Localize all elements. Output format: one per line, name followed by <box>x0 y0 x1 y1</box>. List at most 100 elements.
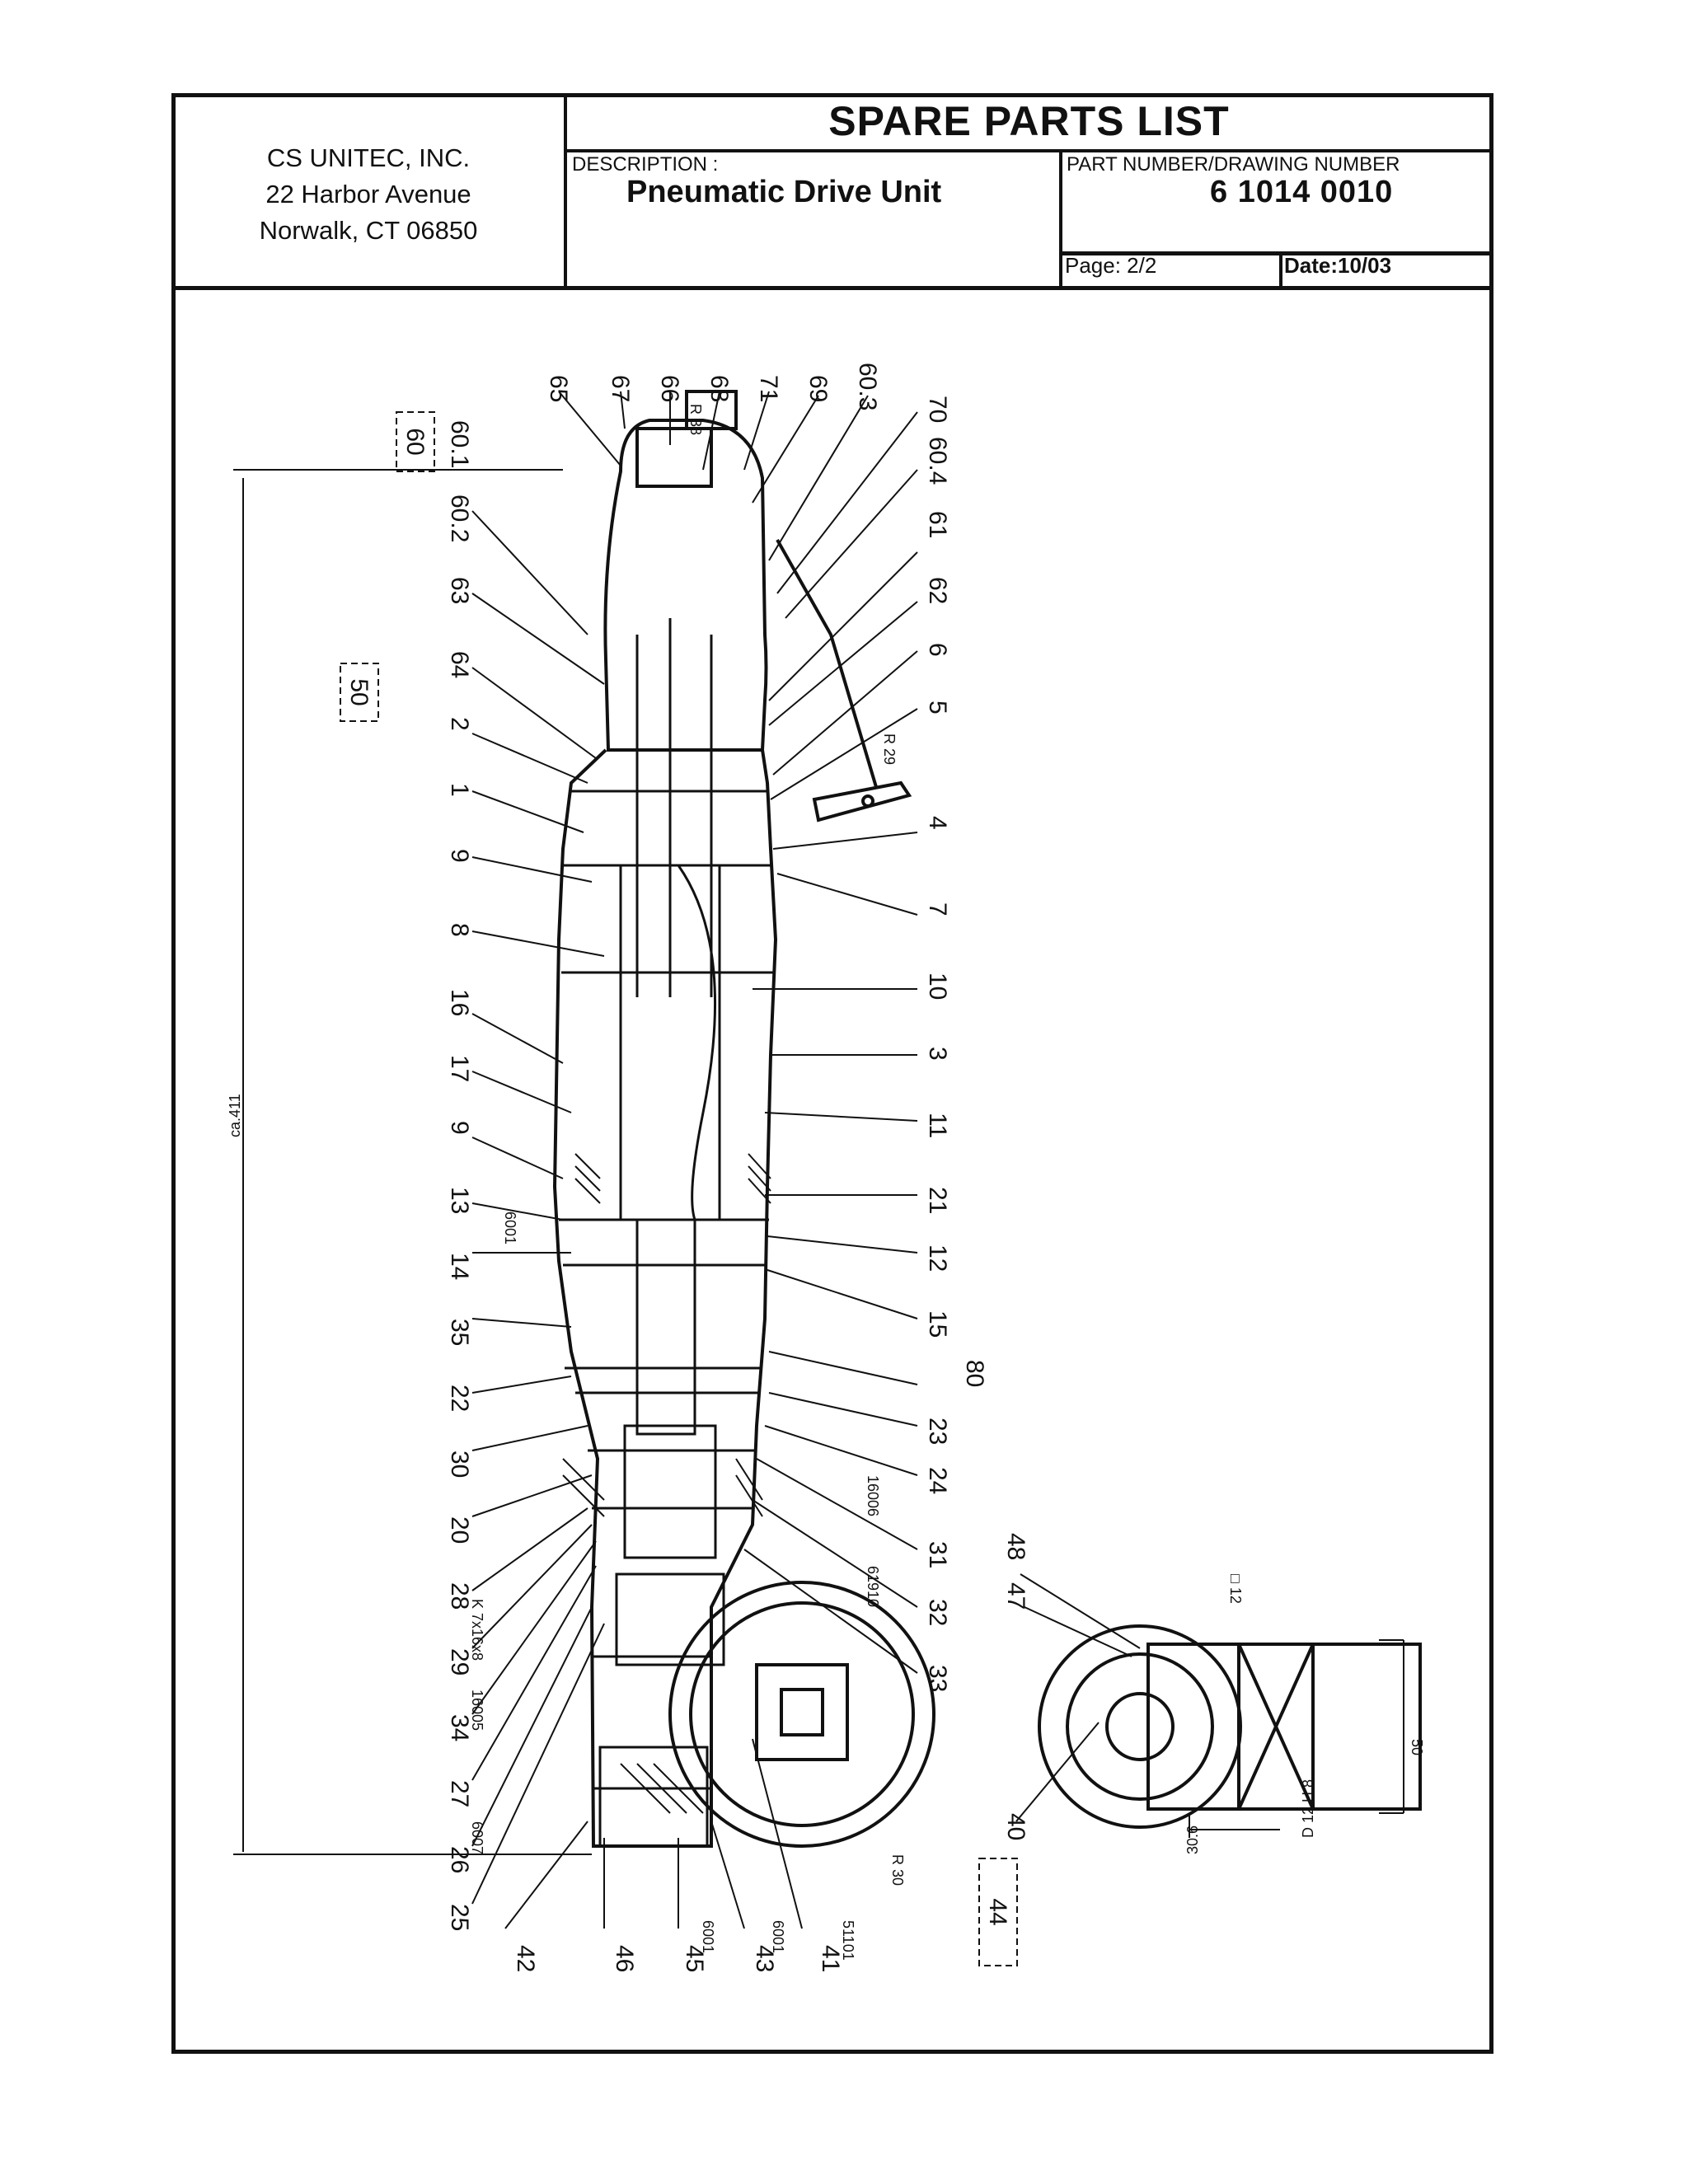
dim-r30: R 30 <box>889 1854 906 1886</box>
part-number-value: 6 1014 0010 <box>1210 175 1394 209</box>
bearing-codes: 6001 16006 61910 16005 6007 6001 6001 51… <box>227 404 1425 1961</box>
callout-5: 5 <box>924 701 951 715</box>
tool-hatching <box>562 1153 771 1814</box>
company-address-block: CS UNITEC, INC. 22 Harbor Avenue Norwalk… <box>173 140 564 249</box>
callout-15: 15 <box>924 1310 951 1338</box>
dim-r38: R 38 <box>687 404 704 435</box>
bearing-code-6001-a: 6001 <box>700 1920 716 1953</box>
callout-66: 66 <box>656 375 683 402</box>
page-indicator: Page: 2/2 <box>1065 253 1157 278</box>
group-labels <box>340 411 1018 1966</box>
callouts: 65 67 66 68 71 69 60.3 70 60.4 60.1 60.2… <box>446 363 1029 1972</box>
bearing-code-61910: 61910 <box>865 1566 881 1607</box>
callout-68: 68 <box>706 375 733 402</box>
callout-25: 25 <box>446 1904 473 1931</box>
sheet-title: SPARE PARTS LIST <box>828 98 1230 144</box>
callout-70: 70 <box>924 396 951 423</box>
bearing-code-6001-b: 6001 <box>770 1920 786 1953</box>
callout-60-1: 60.1 <box>446 420 473 468</box>
angle-head <box>668 1581 935 1848</box>
dim-overall-length: ca.411 <box>227 1094 243 1137</box>
callout-20: 20 <box>446 1516 473 1544</box>
company-street: 22 Harbor Avenue <box>265 180 471 209</box>
callout-61: 61 <box>924 511 951 538</box>
callout-23: 23 <box>924 1418 951 1445</box>
callout-11: 11 <box>924 1113 951 1138</box>
thread-code: K 7x16x8 <box>469 1599 485 1661</box>
group-label-44: 44 <box>984 1898 1011 1925</box>
callout-21: 21 <box>924 1187 951 1214</box>
bearing-code-16006: 16006 <box>865 1475 881 1516</box>
callout-46: 46 <box>611 1945 638 1972</box>
tool-internal-lines <box>559 618 773 1848</box>
page-row-rule <box>1059 251 1493 255</box>
group-label-60: 60 <box>401 428 429 455</box>
callout-16: 16 <box>446 989 473 1016</box>
callout-7: 7 <box>924 902 951 916</box>
dim-30-6: 30.6 <box>1184 1825 1201 1854</box>
sheet-frame <box>171 93 1493 2054</box>
callout-3: 3 <box>924 1047 951 1061</box>
callout-71: 71 <box>755 375 782 402</box>
callout-47: 47 <box>1002 1582 1029 1610</box>
callout-60-3: 60.3 <box>854 363 881 410</box>
callout-8: 8 <box>446 923 473 937</box>
callout-29: 29 <box>446 1648 473 1675</box>
tool-body-outline <box>552 419 778 1848</box>
callout-13: 13 <box>446 1187 473 1214</box>
callout-24: 24 <box>924 1467 951 1494</box>
callout-42: 42 <box>512 1945 539 1972</box>
exploded-parts-drawing: 60 50 44 65 <box>227 363 1425 1972</box>
bearing-code-51101: 51101 <box>840 1920 856 1961</box>
callout-4: 4 <box>924 816 951 830</box>
callout-22: 22 <box>446 1385 473 1412</box>
title-bottom-rule <box>564 149 1493 152</box>
callout-65: 65 <box>545 375 572 402</box>
dim-d12: D 12 H 8 <box>1300 1779 1316 1838</box>
description-value: Pneumatic Drive Unit <box>626 175 942 209</box>
header-part-divider <box>1059 151 1062 288</box>
callout-48: 48 <box>1002 1533 1029 1560</box>
callout-33: 33 <box>924 1665 951 1692</box>
callout-31: 31 <box>924 1541 951 1568</box>
bearing-code-6007: 6007 <box>469 1821 485 1854</box>
callout-69: 69 <box>804 375 832 402</box>
header-bottom-rule <box>171 286 1493 290</box>
dim-square: □ 12 <box>1227 1574 1244 1604</box>
bearing-code-16005: 16005 <box>469 1690 485 1731</box>
dimension-lines <box>233 469 1404 1855</box>
callout-27: 27 <box>446 1780 473 1807</box>
callout-17: 17 <box>446 1055 473 1082</box>
callout-67: 67 <box>607 375 634 402</box>
callout-1: 1 <box>446 783 473 797</box>
callout-14: 14 <box>446 1253 473 1280</box>
callout-9b: 9 <box>446 1121 473 1135</box>
callout-62: 62 <box>924 577 951 604</box>
detail-view <box>1038 1624 1422 1829</box>
callout-43: 43 <box>751 1945 778 1972</box>
callout-30: 30 <box>446 1451 473 1478</box>
callout-2: 2 <box>446 717 473 731</box>
header-company-divider <box>564 93 567 288</box>
callout-64: 64 <box>446 651 473 678</box>
throttle-lever <box>635 390 912 823</box>
description-label: DESCRIPTION : <box>572 153 719 176</box>
callout-41: 41 <box>817 1945 844 1972</box>
callout-80: 80 <box>961 1360 988 1387</box>
callout-6: 6 <box>924 643 951 657</box>
bearing-code-6001-upper: 6001 <box>502 1212 518 1244</box>
callout-63: 63 <box>446 577 473 604</box>
leader-lines <box>471 391 1141 1929</box>
dim-shaft-dia: 50 <box>1409 1739 1425 1755</box>
callout-28: 28 <box>446 1582 473 1610</box>
date-indicator: Date:10/03 <box>1284 253 1392 278</box>
callout-34: 34 <box>446 1714 473 1741</box>
company-name: CS UNITEC, INC. <box>266 143 471 172</box>
callout-32: 32 <box>924 1599 951 1626</box>
group-label-50: 50 <box>345 678 373 705</box>
callout-60-4: 60.4 <box>924 437 951 485</box>
callout-26: 26 <box>446 1846 473 1873</box>
callout-40: 40 <box>1002 1813 1029 1840</box>
part-number-label: PART NUMBER/DRAWING NUMBER <box>1067 153 1400 176</box>
callout-45: 45 <box>681 1945 708 1972</box>
